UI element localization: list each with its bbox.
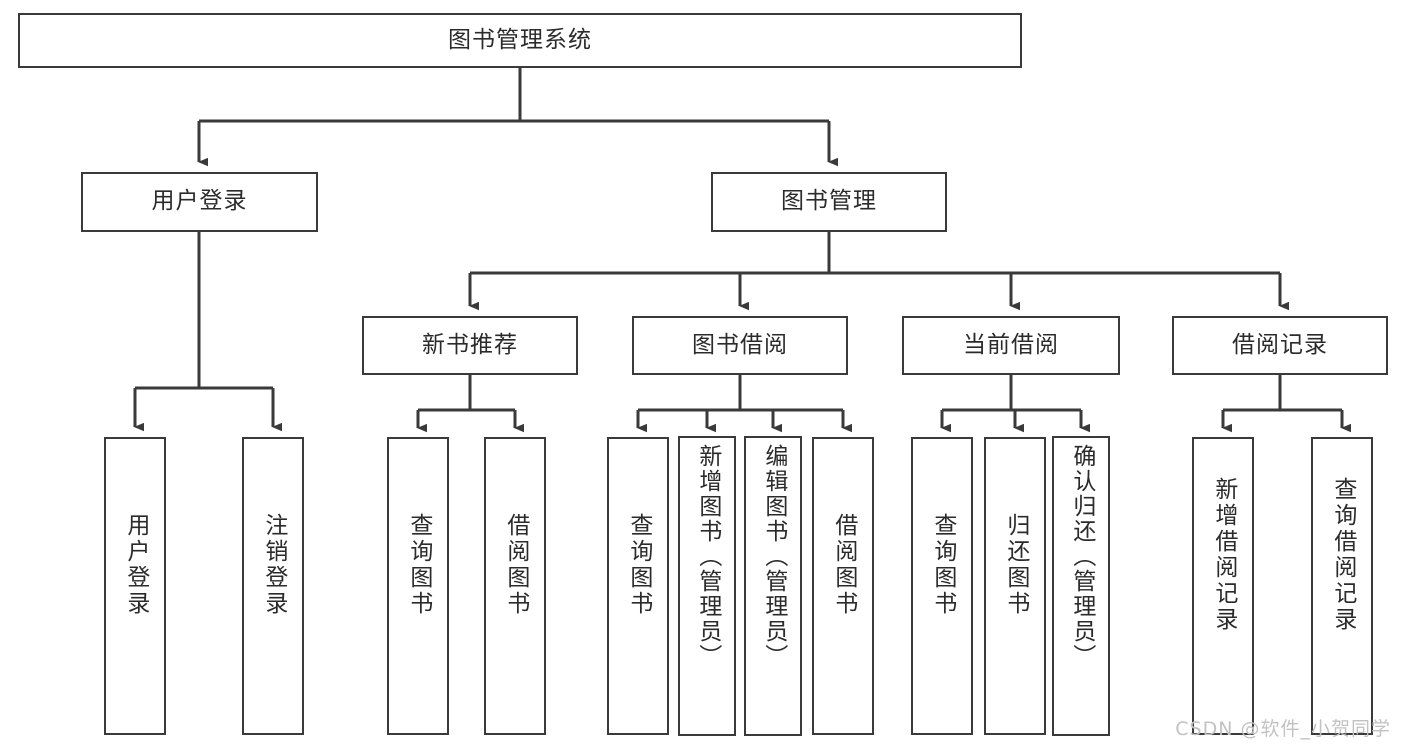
node-book-borrow[interactable]: 图书借阅 <box>632 316 848 375</box>
node-leaf-edit-book-admin-label: 编辑图书（管理员） <box>760 444 787 669</box>
node-leaf-logout-label: 注销登录 <box>260 513 287 617</box>
node-leaf-search-books-rec[interactable]: 查询图书 <box>387 437 449 735</box>
node-leaf-add-book-admin-label: 新增图书（管理员） <box>694 444 721 669</box>
node-leaf-search-books-borrow-label: 查询图书 <box>625 513 652 617</box>
node-leaf-return-books-label: 归还图书 <box>1002 513 1029 617</box>
node-root[interactable]: 图书管理系统 <box>18 13 1022 68</box>
node-leaf-user-login-label: 用户登录 <box>122 513 149 617</box>
node-borrow-records-label: 借阅记录 <box>1232 331 1328 358</box>
node-leaf-borrow-books-borrow[interactable]: 借阅图书 <box>812 437 874 735</box>
node-book-management[interactable]: 图书管理 <box>711 172 947 232</box>
node-user-login-label: 用户登录 <box>151 188 248 215</box>
node-current-borrow[interactable]: 当前借阅 <box>902 316 1120 375</box>
node-leaf-search-books-borrow[interactable]: 查询图书 <box>607 437 669 735</box>
node-leaf-add-book-admin[interactable]: 新增图书（管理员） <box>678 436 736 736</box>
node-user-login[interactable]: 用户登录 <box>81 172 318 232</box>
node-leaf-borrow-books-rec-label: 借阅图书 <box>502 513 529 617</box>
node-leaf-query-borrow-record-label: 查询借阅记录 <box>1329 477 1356 633</box>
node-leaf-user-login[interactable]: 用户登录 <box>104 437 166 735</box>
node-leaf-borrow-books-rec[interactable]: 借阅图书 <box>484 437 546 735</box>
node-leaf-confirm-return-admin[interactable]: 确认归还（管理员） <box>1052 436 1110 736</box>
node-leaf-search-books-rec-label: 查询图书 <box>405 513 432 617</box>
node-leaf-borrow-books-borrow-label: 借阅图书 <box>830 513 857 617</box>
node-book-borrow-label: 图书借阅 <box>692 331 788 358</box>
node-new-book-recommend-label: 新书推荐 <box>422 331 518 358</box>
node-leaf-confirm-return-admin-label: 确认归还（管理员） <box>1068 444 1095 669</box>
node-root-label: 图书管理系统 <box>448 26 592 53</box>
node-new-book-recommend[interactable]: 新书推荐 <box>362 316 578 375</box>
node-leaf-search-books-current-label: 查询图书 <box>929 513 956 617</box>
node-leaf-edit-book-admin[interactable]: 编辑图书（管理员） <box>744 436 802 736</box>
node-leaf-search-books-current[interactable]: 查询图书 <box>911 437 973 735</box>
node-leaf-query-borrow-record[interactable]: 查询借阅记录 <box>1311 437 1373 735</box>
node-leaf-return-books[interactable]: 归还图书 <box>984 437 1046 735</box>
node-current-borrow-label: 当前借阅 <box>963 331 1059 358</box>
watermark: CSDN @软件_小贺同学 <box>1175 718 1391 740</box>
node-book-management-label: 图书管理 <box>781 188 877 215</box>
node-leaf-add-borrow-record-label: 新增借阅记录 <box>1210 477 1237 633</box>
node-borrow-records[interactable]: 借阅记录 <box>1172 316 1388 375</box>
node-leaf-logout[interactable]: 注销登录 <box>242 437 304 735</box>
node-leaf-add-borrow-record[interactable]: 新增借阅记录 <box>1192 437 1254 735</box>
